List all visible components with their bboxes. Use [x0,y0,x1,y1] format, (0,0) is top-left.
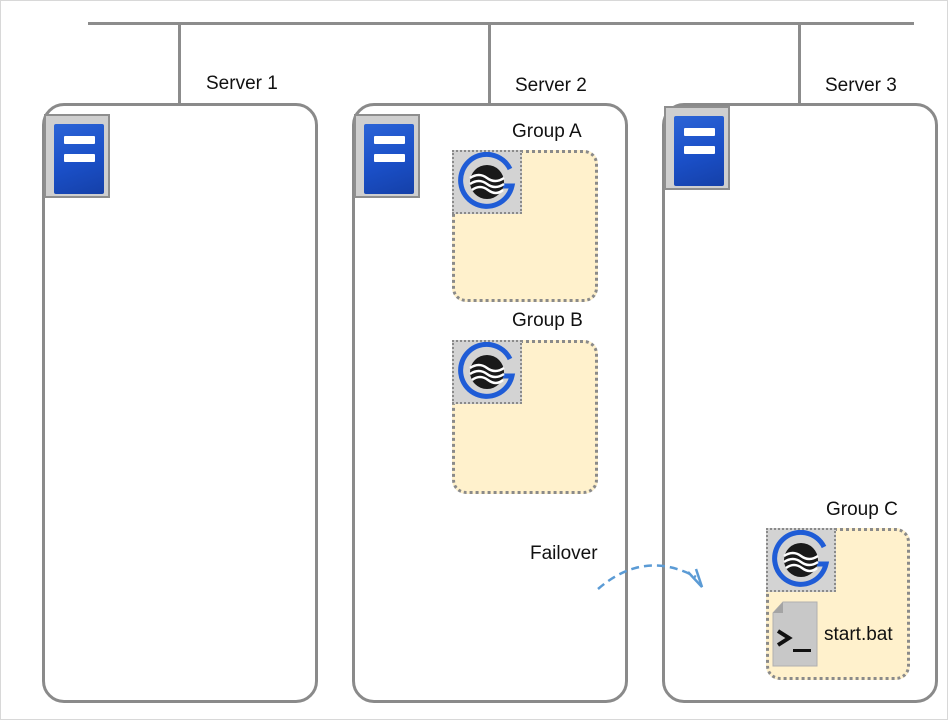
cluster-resource-icon [452,340,522,404]
group-b-label: Group B [512,310,583,331]
network-line [88,22,914,25]
cluster-resource-icon [452,150,522,214]
server-1-label: Server 1 [206,73,278,94]
server-icon [354,114,420,198]
server-1 [42,103,318,703]
cluster-resource-icon [766,528,836,592]
server-2-label: Server 2 [515,75,587,96]
group-c-label: Group C [826,499,898,520]
network-drop-server-1 [178,24,181,104]
script-file-icon [771,601,819,667]
failover-label: Failover [530,543,598,564]
script-file-label: start.bat [824,624,893,645]
network-drop-server-2 [488,24,491,104]
server-3-label: Server 3 [825,75,897,96]
network-drop-server-3 [798,24,801,104]
group-a-label: Group A [512,121,582,142]
failover-arrow [597,564,704,590]
server-icon [664,106,730,190]
server-icon [44,114,110,198]
